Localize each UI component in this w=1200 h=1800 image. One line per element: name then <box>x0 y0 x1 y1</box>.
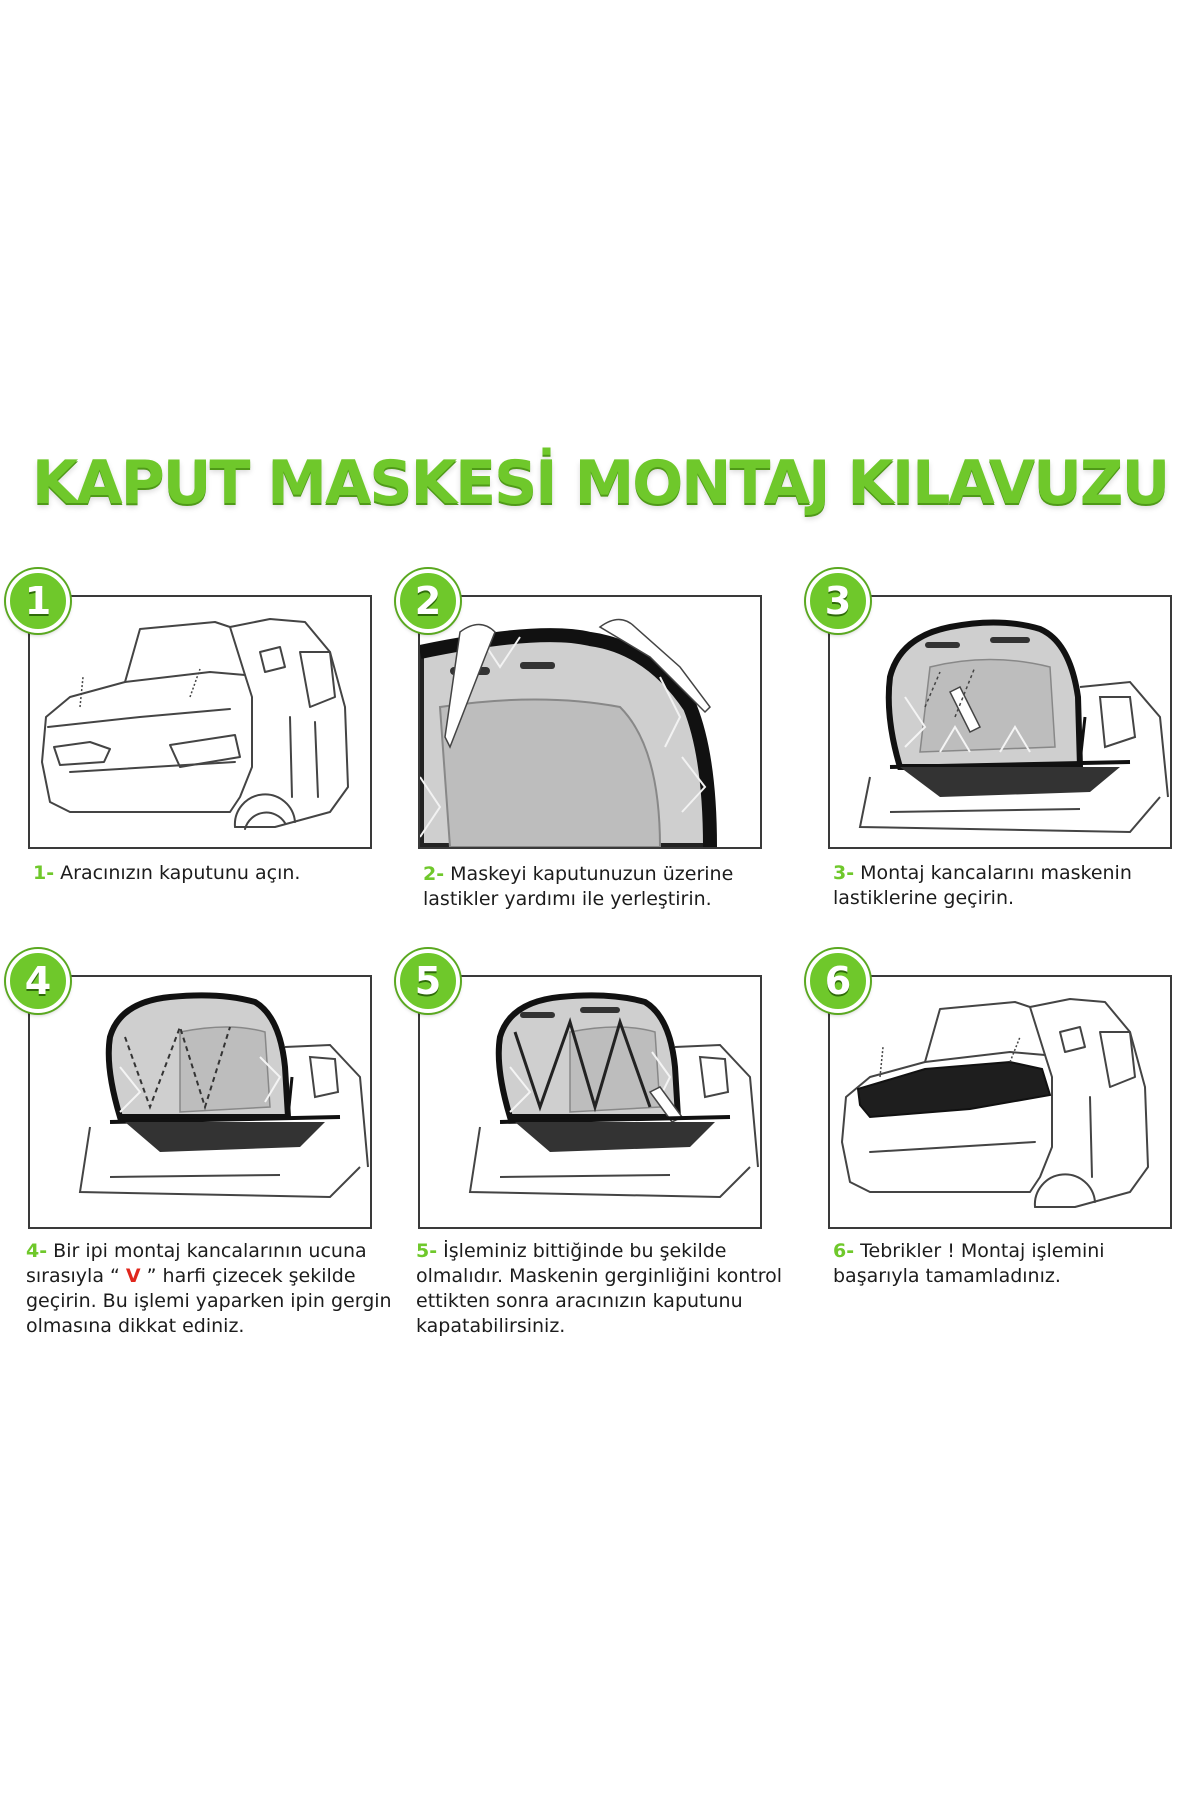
step-1-illustration <box>28 595 372 849</box>
step-3-illustration <box>828 595 1172 849</box>
step-4-caption: 4- Bir ipi montaj kancalarının ucuna sır… <box>26 1239 396 1339</box>
step-5-text: İşleminiz bittiğinde bu şekilde olmalıdı… <box>416 1240 783 1337</box>
step-5-illustration <box>418 975 762 1229</box>
rope-finished-image <box>468 992 759 1199</box>
step-5-prefix: 5- <box>416 1240 438 1262</box>
step-1-caption: 1- Aracınızın kaputunu açın. <box>33 861 393 886</box>
step-1-text: Aracınızın kaputunu açın. <box>60 862 301 884</box>
car-with-mask-image <box>841 998 1149 1208</box>
step-1-prefix: 1- <box>33 862 55 884</box>
step-1-badge: 1 <box>6 569 70 633</box>
step-4-highlight-letter: V <box>125 1265 141 1287</box>
step-4-illustration <box>28 975 372 1229</box>
step-2-caption: 2- Maskeyi kaputunuzun üzerine lastikler… <box>423 862 783 912</box>
step-3-caption: 3- Montaj kancalarını maskenin lastikler… <box>833 861 1193 911</box>
step-6-illustration <box>828 975 1172 1229</box>
step-2-text: Maskeyi kaputunuzun üzerine lastikler ya… <box>423 863 734 910</box>
step-2-illustration <box>418 595 762 849</box>
page-title: KAPUT MASKESİ MONTAJ KILAVUZU <box>31 448 1170 518</box>
car-hood-closed-image <box>41 618 349 830</box>
step-5-caption: 5- İşleminiz bittiğinde bu şekilde olmal… <box>416 1239 786 1339</box>
step-2-prefix: 2- <box>423 863 445 885</box>
step-5-badge: 5 <box>396 949 460 1013</box>
step-6-prefix: 6- <box>833 1240 855 1262</box>
hooks-attach-image <box>858 619 1169 834</box>
step-6-text: Tebrikler ! Montaj işlemini başarıyla ta… <box>833 1240 1105 1287</box>
step-4-text-before: Bir ipi montaj kancalarının ucuna sırası… <box>26 1240 367 1287</box>
step-2-badge: 2 <box>396 569 460 633</box>
step-3-badge: 3 <box>806 569 870 633</box>
step-4-text-after: ” harfi çizecek şekilde geçirin. Bu işle… <box>26 1265 392 1337</box>
mask-placing-image <box>420 618 717 847</box>
step-3-text: Montaj kancalarını maskenin lastiklerine… <box>833 862 1132 909</box>
step-6-caption: 6- Tebrikler ! Montaj işlemini başarıyla… <box>833 1239 1193 1289</box>
step-4-badge: 4 <box>6 949 70 1013</box>
step-6-badge: 6 <box>806 949 870 1013</box>
rope-v-pattern-image <box>78 992 369 1199</box>
step-3-prefix: 3- <box>833 862 855 884</box>
step-4-prefix: 4- <box>26 1240 48 1262</box>
